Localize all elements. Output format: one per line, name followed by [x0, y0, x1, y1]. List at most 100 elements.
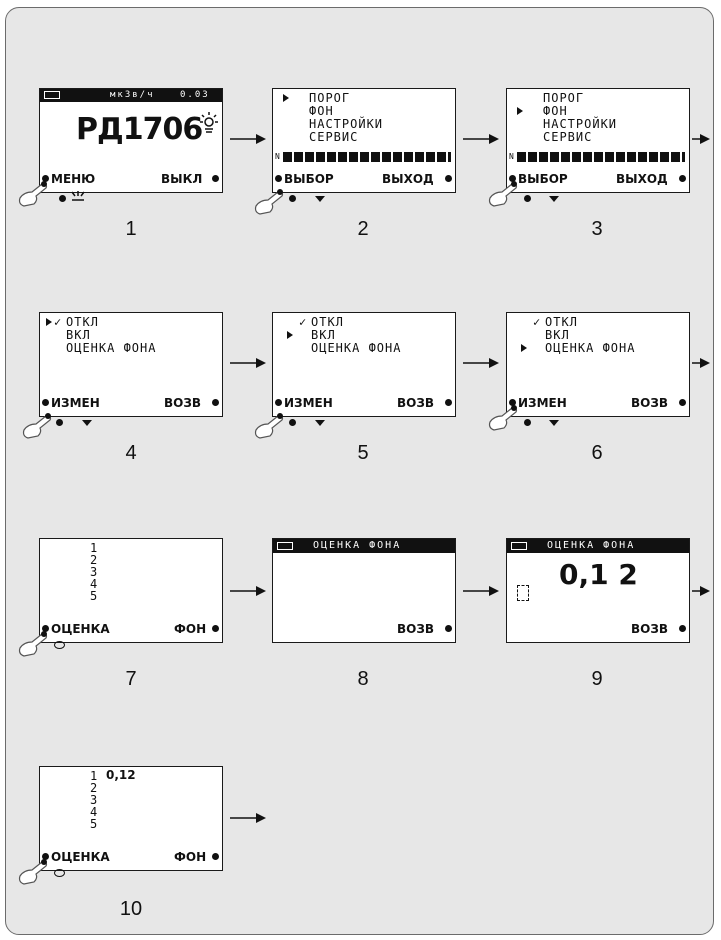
step-number: 7 [101, 668, 161, 691]
right-softkey[interactable]: ВЫХОД [382, 173, 434, 185]
left-softkey[interactable]: ИЗМЕН [51, 397, 100, 409]
menu-item[interactable]: ПОРОГ [543, 92, 584, 104]
selection-pointer-icon [283, 94, 289, 102]
option-item[interactable]: ВКЛ [311, 329, 336, 341]
right-softkey[interactable]: ВОЗВ [631, 397, 668, 409]
hand-pointer-icon [252, 410, 286, 440]
right-key-dot [212, 625, 219, 632]
arrow [692, 586, 710, 596]
level-bar [283, 152, 451, 162]
screen-title: ОЦЕНКА ФОНА [313, 541, 401, 551]
measured-value: 0,1 2 [559, 561, 638, 589]
button-dot [289, 195, 296, 202]
right-key-dot [445, 399, 452, 406]
check-mark-icon: ✓ [533, 316, 541, 328]
light-icon [197, 111, 221, 133]
measuring-indicator-icon [517, 585, 529, 601]
step-number: 8 [333, 668, 393, 691]
arrow [230, 586, 266, 596]
right-key-dot [212, 175, 219, 182]
device-name: РД1706 [76, 115, 202, 145]
hand-pointer-icon [20, 410, 54, 440]
button-dot [56, 419, 63, 426]
menu-item[interactable]: СЕРВИС [309, 131, 358, 143]
option-item[interactable]: ОЦЕНКА ФОНА [66, 342, 156, 354]
bar-label: N [275, 152, 280, 161]
left-softkey[interactable]: ОЦЕНКА [51, 851, 110, 863]
hand-pointer-icon [16, 856, 50, 886]
selection-pointer-icon [287, 331, 293, 339]
right-softkey[interactable]: ФОН [174, 851, 206, 863]
down-arrow-icon [82, 420, 92, 426]
option-item[interactable]: ОЦЕНКА ФОНА [311, 342, 401, 354]
right-softkey[interactable]: ФОН [174, 623, 206, 635]
right-softkey[interactable]: ВОЗВ [397, 397, 434, 409]
status-bar: мкЗв/ч 0.03 [40, 89, 222, 102]
right-softkey[interactable]: ВОЗВ [631, 623, 668, 635]
list-number: 5 [90, 590, 98, 602]
option-item[interactable]: ОЦЕНКА ФОНА [545, 342, 635, 354]
screen-step-4: ✓ ОТКЛ ВКЛ ОЦЕНКА ФОНА ИЗМЕН ВОЗВ [39, 312, 223, 417]
battery-icon [44, 91, 60, 99]
arrow [692, 358, 710, 368]
list-number: 5 [90, 818, 98, 830]
option-item[interactable]: ОТКЛ [545, 316, 578, 328]
screen-title: ОЦЕНКА ФОНА [547, 541, 635, 551]
left-softkey[interactable]: ВЫБОР [518, 173, 568, 185]
down-arrow-icon [315, 420, 325, 426]
down-arrow-icon [315, 196, 325, 202]
menu-item[interactable]: ФОН [543, 105, 568, 117]
arrow [230, 134, 266, 144]
menu-item[interactable]: ПОРОГ [309, 92, 350, 104]
check-mark-icon: ✓ [54, 316, 62, 328]
screen-step-2: ПОРОГ ФОН НАСТРОЙКИ СЕРВИС N ВЫБОР ВЫХОД [272, 88, 456, 193]
right-key-dot [212, 399, 219, 406]
left-softkey[interactable]: ВЫБОР [284, 173, 334, 185]
button-dot [59, 195, 66, 202]
menu-item[interactable]: НАСТРОЙКИ [309, 118, 383, 130]
check-mark-icon: ✓ [299, 316, 307, 328]
first-value: 0,12 [106, 769, 136, 781]
option-item[interactable]: ОТКЛ [311, 316, 344, 328]
right-key-dot [212, 853, 219, 860]
title-bar: ОЦЕНКА ФОНА [273, 539, 455, 553]
screen-step-3: ПОРОГ ФОН НАСТРОЙКИ СЕРВИС N ВЫБОР ВЫХОД [506, 88, 690, 193]
step-number: 1 [101, 218, 161, 241]
selection-pointer-icon [521, 344, 527, 352]
option-item[interactable]: ВКЛ [66, 329, 91, 341]
arrow [230, 813, 266, 823]
left-softkey[interactable]: ИЗМЕН [284, 397, 333, 409]
option-item[interactable]: ОТКЛ [66, 316, 99, 328]
right-key-dot [445, 175, 452, 182]
left-softkey[interactable]: ОЦЕНКА [51, 623, 110, 635]
right-softkey[interactable]: ВОЗВ [397, 623, 434, 635]
menu-item[interactable]: НАСТРОЙКИ [543, 118, 617, 130]
right-key-dot [445, 625, 452, 632]
left-softkey[interactable]: ИЗМЕН [518, 397, 567, 409]
selection-pointer-icon [46, 318, 52, 326]
screen-step-6: ✓ ОТКЛ ВКЛ ОЦЕНКА ФОНА ИЗМЕН ВОЗВ [506, 312, 690, 417]
menu-item[interactable]: ФОН [309, 105, 334, 117]
arrow [463, 358, 499, 368]
step-number: 6 [567, 442, 627, 465]
hand-pointer-icon [486, 178, 520, 208]
menu-item[interactable]: СЕРВИС [543, 131, 592, 143]
step-number: 9 [567, 668, 627, 691]
step-number: 3 [567, 218, 627, 241]
title-bar: ОЦЕНКА ФОНА [507, 539, 689, 553]
option-item[interactable]: ВКЛ [545, 329, 570, 341]
left-softkey[interactable]: МЕНЮ [51, 173, 95, 185]
step-number: 4 [101, 442, 161, 465]
arrow [692, 134, 710, 144]
right-softkey[interactable]: ВЫХОД [616, 173, 668, 185]
screen-step-1: мкЗв/ч 0.03 РД1706 МЕНЮ ВЫКЛ [39, 88, 223, 193]
left-key-dot [275, 399, 282, 406]
screen-step-8: ОЦЕНКА ФОНА ВОЗВ [272, 538, 456, 643]
hand-pointer-icon [252, 186, 286, 216]
right-softkey[interactable]: ВОЗВ [164, 397, 201, 409]
circle-icon [54, 641, 65, 649]
arrow [463, 586, 499, 596]
unit-label: мкЗв/ч [110, 91, 155, 100]
right-softkey[interactable]: ВЫКЛ [161, 173, 202, 185]
screen-step-7: 1 2 3 4 5 ОЦЕНКА ФОН [39, 538, 223, 643]
